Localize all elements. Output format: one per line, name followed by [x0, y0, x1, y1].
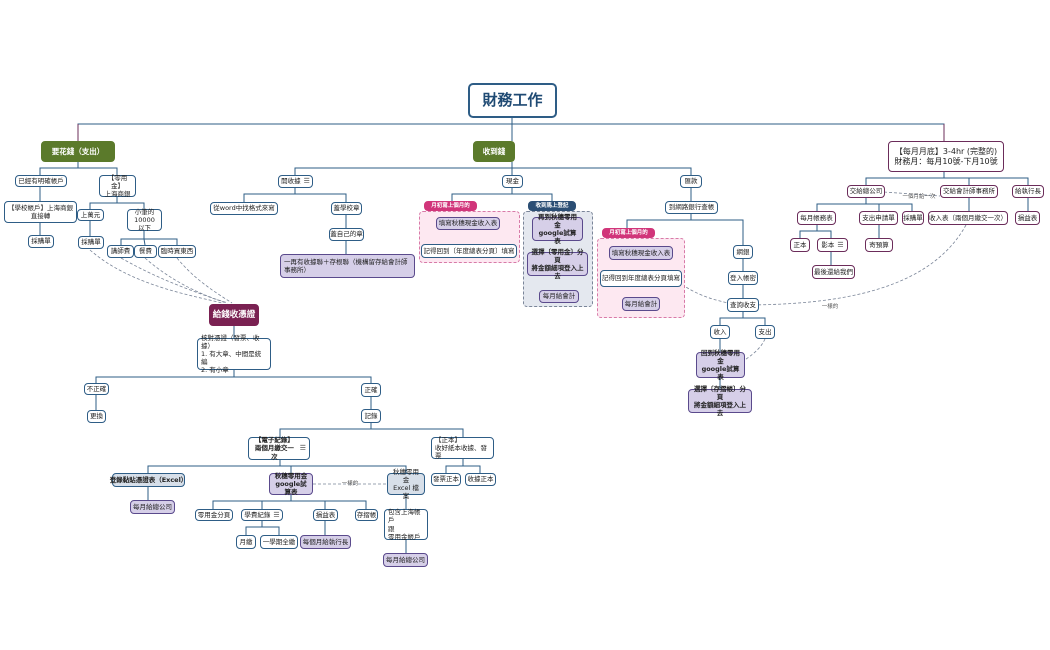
node-fill-qiusui-cash-income-2[interactable]: 填寫秋穗現金收入表	[609, 246, 673, 260]
node-word-format[interactable]: 從word中找格式來寫	[210, 202, 278, 215]
node-has-school-account[interactable]: 已經有明確帳戶	[15, 175, 67, 187]
node-open-receipt[interactable]: 開收據 ☰	[278, 175, 313, 188]
node-own-stamp[interactable]: 蓋自己的章	[329, 228, 364, 241]
tag-month-start-2: 月初寫上個月的	[602, 228, 655, 238]
node-receipt-original[interactable]: 收據正本	[465, 473, 496, 486]
node-semester-fee[interactable]: 一學期全繳	[260, 535, 298, 549]
node-pl-sheet[interactable]: 損益表	[313, 509, 338, 521]
node-monthly-to-ceo[interactable]: 每個月給執行長	[300, 535, 351, 549]
node-reenter-qiusui[interactable]: 再到秋穗零用金google試算表	[532, 213, 583, 245]
node-pl-sheet-2[interactable]: 損益表	[1015, 211, 1040, 225]
node-record-yearly-2[interactable]: 記得回到年度總表分頁填寫	[600, 270, 682, 287]
node-monthly-to-accountant-2[interactable]: 每月給會計	[622, 297, 660, 311]
notes-icon: ☰	[299, 444, 306, 453]
node-photocopy-label: 影本	[821, 240, 835, 249]
node-give-company[interactable]: 交給總公司	[847, 185, 885, 198]
node-monthly-fee[interactable]: 月繳	[236, 535, 256, 549]
node-deposit-book[interactable]: 存摺帳	[355, 509, 378, 521]
node-over-10k[interactable]: 上萬元	[77, 209, 104, 221]
node-photocopy[interactable]: 影本 ☰	[817, 238, 848, 252]
node-purchase-order-3[interactable]: 採購單	[902, 211, 924, 225]
node-lecture-fee[interactable]: 講師費	[107, 245, 134, 258]
tag-record-now: 收到馬上登記	[528, 201, 576, 211]
node-give-accountant-firm[interactable]: 交給會計師事務所	[940, 185, 998, 198]
node-spend[interactable]: 要花錢（支出）	[41, 141, 115, 162]
node-cash[interactable]: 現金	[502, 175, 523, 188]
node-choose-deposit[interactable]: 選擇〔存摺帳〕分頁將金額細項登入上去	[688, 385, 752, 417]
node-replace[interactable]: 更換	[87, 410, 106, 423]
node-transfer[interactable]: 匯款	[680, 175, 702, 188]
node-invoice-original[interactable]: 發票正本	[431, 473, 461, 486]
node-e-record-label: 【電子紀錄】兩個月繳交一次	[254, 436, 294, 461]
node-petty-cash[interactable]: 【零用金】上海商銀	[99, 174, 136, 198]
node-include-shanghai[interactable]: 包含上海帳戶跟零用金帳戶	[384, 508, 428, 541]
node-tuition-record[interactable]: 學費紀錄 ☰	[241, 509, 283, 521]
node-final-to-us[interactable]: 最後還給我們	[812, 265, 855, 279]
node-expense[interactable]: 支出	[755, 325, 775, 339]
node-give-receipts[interactable]: 給錢收憑證	[209, 304, 259, 326]
node-original-copy[interactable]: 正本	[790, 238, 810, 252]
node-query-io[interactable]: 查詢收支	[727, 298, 759, 312]
node-purchase-order-2[interactable]: 採購單	[78, 236, 104, 249]
node-original[interactable]: 【正本】收好紙本收據、發票	[431, 436, 494, 460]
node-reg-voucher-excel[interactable]: 登錄黏貼憑證表（Excel）	[110, 473, 187, 487]
node-monthly-to-company-1[interactable]: 每月給總公司	[130, 500, 175, 514]
node-correct[interactable]: 正確	[361, 383, 381, 397]
node-income-table[interactable]: 收入表（兩個月繳交一次）	[928, 211, 1008, 225]
node-monthly[interactable]: 【每月月底】3-4hr (完整的)財務月：每月10號-下月10號	[888, 141, 1004, 172]
node-online-bank[interactable]: 到網路銀行查帳	[665, 201, 718, 214]
label-same-1: 一樣的	[341, 480, 359, 487]
node-record[interactable]: 記錄	[361, 409, 381, 423]
node-petty-category[interactable]: 零用金分頁	[195, 509, 233, 521]
node-expense-request[interactable]: 支出申請單	[859, 211, 898, 225]
node-open-receipt-label: 開收據	[281, 177, 301, 186]
label-once-a-month: 一個月給一次	[902, 193, 936, 200]
node-give-ceo[interactable]: 給執行長	[1012, 185, 1044, 198]
node-two-copies[interactable]: 一再有收據聯＋存根聯（機構留存給會計師事務所）	[280, 254, 415, 278]
label-same-2: 一樣的	[821, 303, 839, 310]
node-receive[interactable]: 收到錢	[473, 141, 515, 162]
node-tuition-record-label: 學費紀錄	[244, 510, 271, 519]
node-fill-qiusui-cash-income[interactable]: 填寫秋穗現金收入表	[436, 217, 500, 230]
notes-icon: ☰	[273, 510, 280, 519]
node-monthly-account[interactable]: 每月帳務表	[797, 211, 836, 225]
root-node[interactable]: 財務工作	[468, 83, 557, 118]
node-meal-fee[interactable]: 餐費	[134, 245, 157, 258]
node-record-yearly[interactable]: 記得回到〔年度總表分頁〕填寫	[421, 244, 517, 258]
notes-icon: ☰	[303, 177, 310, 186]
node-send-budget[interactable]: 寄預算	[865, 238, 893, 252]
node-monthly-to-company-2[interactable]: 每月給總公司	[383, 553, 428, 567]
node-e-record[interactable]: 【電子紀錄】兩個月繳交一次 ☰	[248, 436, 310, 461]
node-incorrect[interactable]: 不正確	[84, 383, 109, 395]
node-online-login[interactable]: 網銀	[733, 245, 753, 259]
node-stamp-check[interactable]: 蓋學校章	[331, 202, 362, 215]
node-monthly-to-accountant-1[interactable]: 每月給會計	[539, 290, 579, 303]
node-temp-purchase[interactable]: 臨時買東西	[158, 245, 196, 258]
node-income[interactable]: 收入	[710, 325, 730, 339]
notes-icon: ☰	[837, 240, 844, 249]
tag-month-start-1: 月初寫上個月的	[424, 201, 477, 211]
node-purchase-order-1[interactable]: 採購單	[28, 235, 54, 248]
node-school-account[interactable]: 【學校帳戶】上海商銀直接轉	[4, 201, 77, 223]
node-login-password[interactable]: 登入帳密	[728, 271, 758, 285]
